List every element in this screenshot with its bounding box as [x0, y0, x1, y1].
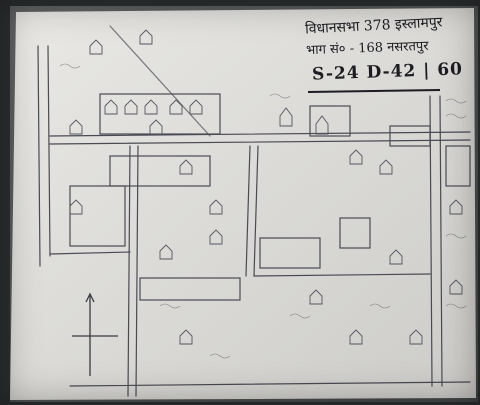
header-underline: [307, 89, 441, 93]
house-symbols: [69, 29, 463, 345]
map-sheet: [10, 6, 478, 402]
compass-icon: [72, 292, 118, 376]
road-lines: [37, 25, 471, 397]
faint-scribbles: [59, 63, 467, 359]
